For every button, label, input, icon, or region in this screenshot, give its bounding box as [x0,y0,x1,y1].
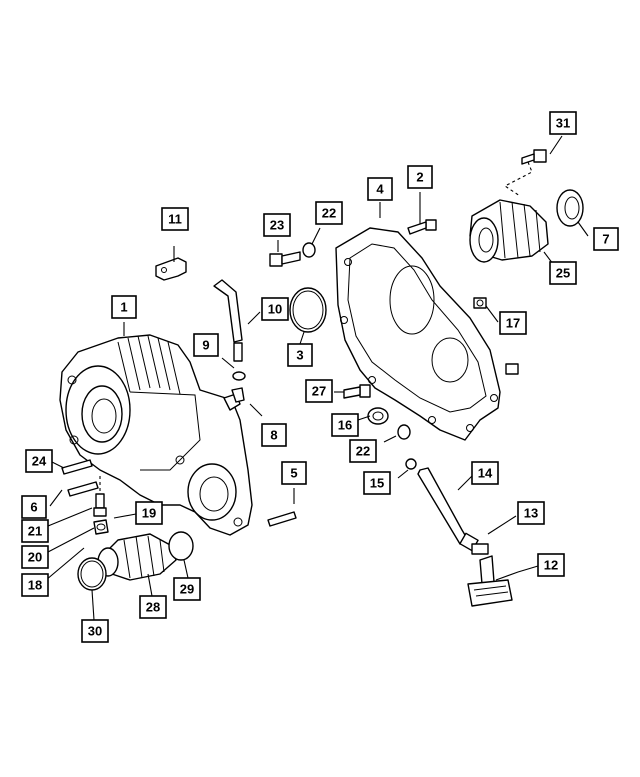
callout-label: 10 [268,302,282,317]
callout-label: 31 [556,116,570,131]
front-case-housing [59,334,253,536]
bracket-11 [155,257,187,281]
callout-label: 24 [32,454,47,469]
callout-25: 25 [549,261,577,285]
stud-6 [67,481,99,497]
elbow-fitting [223,387,245,411]
callout-13: 13 [517,501,545,525]
callout-29: 29 [173,577,201,601]
callout-21: 21 [21,519,49,543]
callout-12: 12 [537,553,565,577]
callout-label: 7 [602,232,609,247]
callout-1: 1 [111,295,137,319]
bolt-23 [269,251,301,267]
callout-label: 18 [28,578,42,593]
callout-label: 22 [322,206,336,221]
stud-5 [267,511,297,527]
callout-label: 8 [270,428,277,443]
callout-23: 23 [263,213,291,237]
callout-label: 13 [524,506,538,521]
callout-label: 3 [296,348,303,363]
extension-seal [556,189,584,227]
callout-4: 4 [367,177,393,201]
stud-24 [61,459,93,475]
rubber-boot [97,533,177,581]
rear-case-cover [335,227,501,441]
callout-label: 12 [544,558,558,573]
callout-10: 10 [261,297,289,321]
callout-label: 9 [202,338,209,353]
callout-label: 14 [478,466,493,481]
callout-17: 17 [499,311,527,335]
callout-label: 11 [168,212,182,227]
callout-14: 14 [471,461,499,485]
vent-9 [232,342,246,381]
plug-17 [473,297,487,309]
callout-label: 17 [506,316,520,331]
o-ring [289,287,327,333]
callout-30: 30 [81,619,109,643]
callout-label: 30 [88,624,102,639]
extension-housing [469,199,549,263]
callout-11: 11 [161,207,189,231]
callout-label: 25 [556,266,570,281]
callout-label: 19 [142,506,156,521]
callout-label: 28 [146,600,160,615]
washer-lower [397,424,411,440]
callout-label: 22 [356,444,370,459]
oil-tube [417,467,479,552]
callout-label: 4 [376,182,384,197]
detent-pin [93,476,107,517]
callout-label: 1 [120,300,127,315]
plug-20 [93,519,109,535]
callout-16: 16 [331,413,359,437]
clamp-29 [168,531,194,561]
callout-5: 5 [281,461,307,485]
fitting-13 [471,543,489,555]
callout-15: 15 [363,471,391,495]
callout-label: 23 [270,218,284,233]
callout-label: 2 [416,170,423,185]
callout-3: 3 [287,343,313,367]
callout-31: 31 [549,111,577,135]
oil-pickup [467,555,513,607]
callout-22-upper: 22 [315,201,343,225]
callout-label: 29 [180,582,194,597]
callout-6: 6 [21,495,47,519]
vent-hose [213,279,243,343]
cover-bolt [407,219,437,235]
callout-2: 2 [407,165,433,189]
callout-24: 24 [25,449,53,473]
callout-28: 28 [139,595,167,619]
callout-label: 27 [312,384,326,399]
callout-27: 27 [305,379,333,403]
callout-18: 18 [21,573,49,597]
callout-19: 19 [135,501,163,525]
callout-20: 20 [21,545,49,569]
extension-bolt [503,149,547,197]
leader-lines [45,135,589,621]
bolt-27 [343,384,371,399]
callout-label: 6 [30,500,37,515]
o-ring-15 [405,458,417,470]
callout-label: 5 [290,466,297,481]
callout-9: 9 [193,333,219,357]
callout-22-lower: 22 [349,439,377,463]
callout-label: 21 [28,524,42,539]
callout-7: 7 [593,227,619,251]
clamp-30 [77,557,107,591]
washer-upper [302,242,316,258]
plug-lower [505,363,519,375]
callout-label: 20 [28,550,42,565]
callout-label: 15 [370,476,384,491]
callout-8: 8 [261,423,287,447]
callout-label: 16 [338,418,352,433]
seal-16 [367,407,389,425]
